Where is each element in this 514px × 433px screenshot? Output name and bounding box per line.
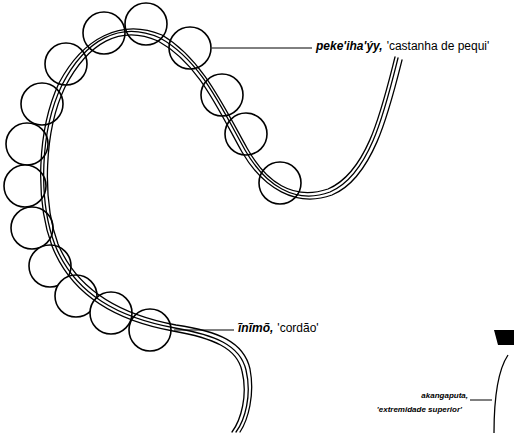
- term-label: peke'iha'ýy,: [316, 40, 383, 53]
- term-label: ĩnĩmõ,: [238, 322, 273, 335]
- gloss-label: 'cordão': [277, 322, 318, 335]
- cord: [41, 29, 402, 432]
- term-label: akangaputa,: [421, 392, 468, 401]
- pequi-nuts: [4, 3, 301, 351]
- upper-end-piece: [494, 330, 514, 433]
- leader-lines: [174, 48, 492, 400]
- gloss-label: 'castanha de pequi': [387, 40, 490, 53]
- gloss-label: 'extremidade superior': [377, 406, 462, 415]
